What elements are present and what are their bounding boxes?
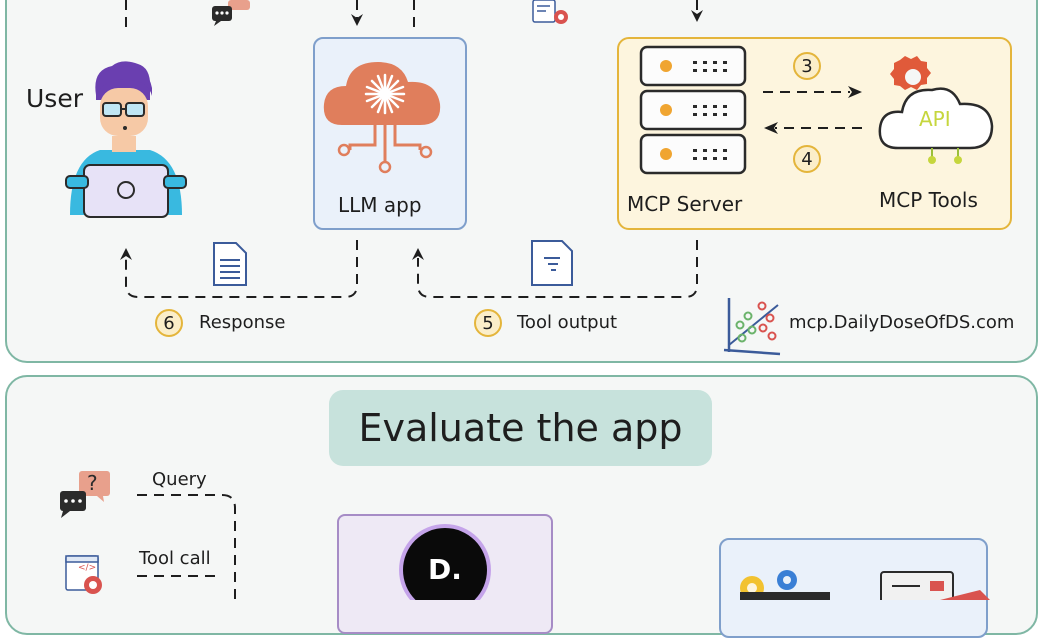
dailydose-logo-icon (723, 298, 781, 356)
top-connector-lines (125, 0, 698, 30)
response-doc-icon (213, 242, 247, 286)
mcp-tools-label: MCP Tools (879, 188, 978, 212)
query-chat-icon (60, 471, 110, 518)
query-label: Query (152, 469, 207, 490)
tool-call-label: Tool call (139, 548, 211, 569)
deepeval-logo (399, 524, 491, 600)
response-label: Response (199, 312, 286, 333)
tool-output-doc-icon (531, 240, 573, 286)
api-cloud-icon (878, 56, 994, 164)
code-doc-icon-top (532, 0, 568, 24)
mcp-server-label: MCP Server (627, 192, 743, 216)
bottom-connector-lines (137, 494, 236, 600)
diagram-canvas (60, 0, 994, 600)
step-badge-3: 3 (793, 52, 821, 80)
email-window-icon (880, 571, 990, 600)
evaluate-title: Evaluate the app (329, 390, 712, 466)
llm-app-label: LLM app (338, 193, 422, 217)
server-tools-arrows (763, 91, 862, 129)
user-illustration (65, 61, 187, 218)
query-icon-text: ? (87, 471, 98, 495)
response-paths (125, 240, 698, 298)
step-badge-6: 6 (155, 309, 183, 337)
tool-call-code-icon (65, 555, 102, 594)
api-text: API (919, 107, 951, 131)
user-label: User (26, 84, 83, 113)
code-icon-text: </> (78, 563, 97, 573)
down-arrowheads (351, 10, 703, 26)
step-badge-4: 4 (793, 145, 821, 173)
website-label: mcp.DailyDoseOfDS.com (789, 312, 1015, 333)
gears-icon (740, 570, 830, 600)
server-icon (639, 45, 747, 175)
step-badge-5: 5 (474, 309, 502, 337)
tool-output-label: Tool output (517, 312, 618, 333)
llm-cloud-icon (323, 62, 441, 174)
chat-icon-top (212, 0, 250, 26)
deepeval-logo-letter: D. (428, 553, 462, 586)
